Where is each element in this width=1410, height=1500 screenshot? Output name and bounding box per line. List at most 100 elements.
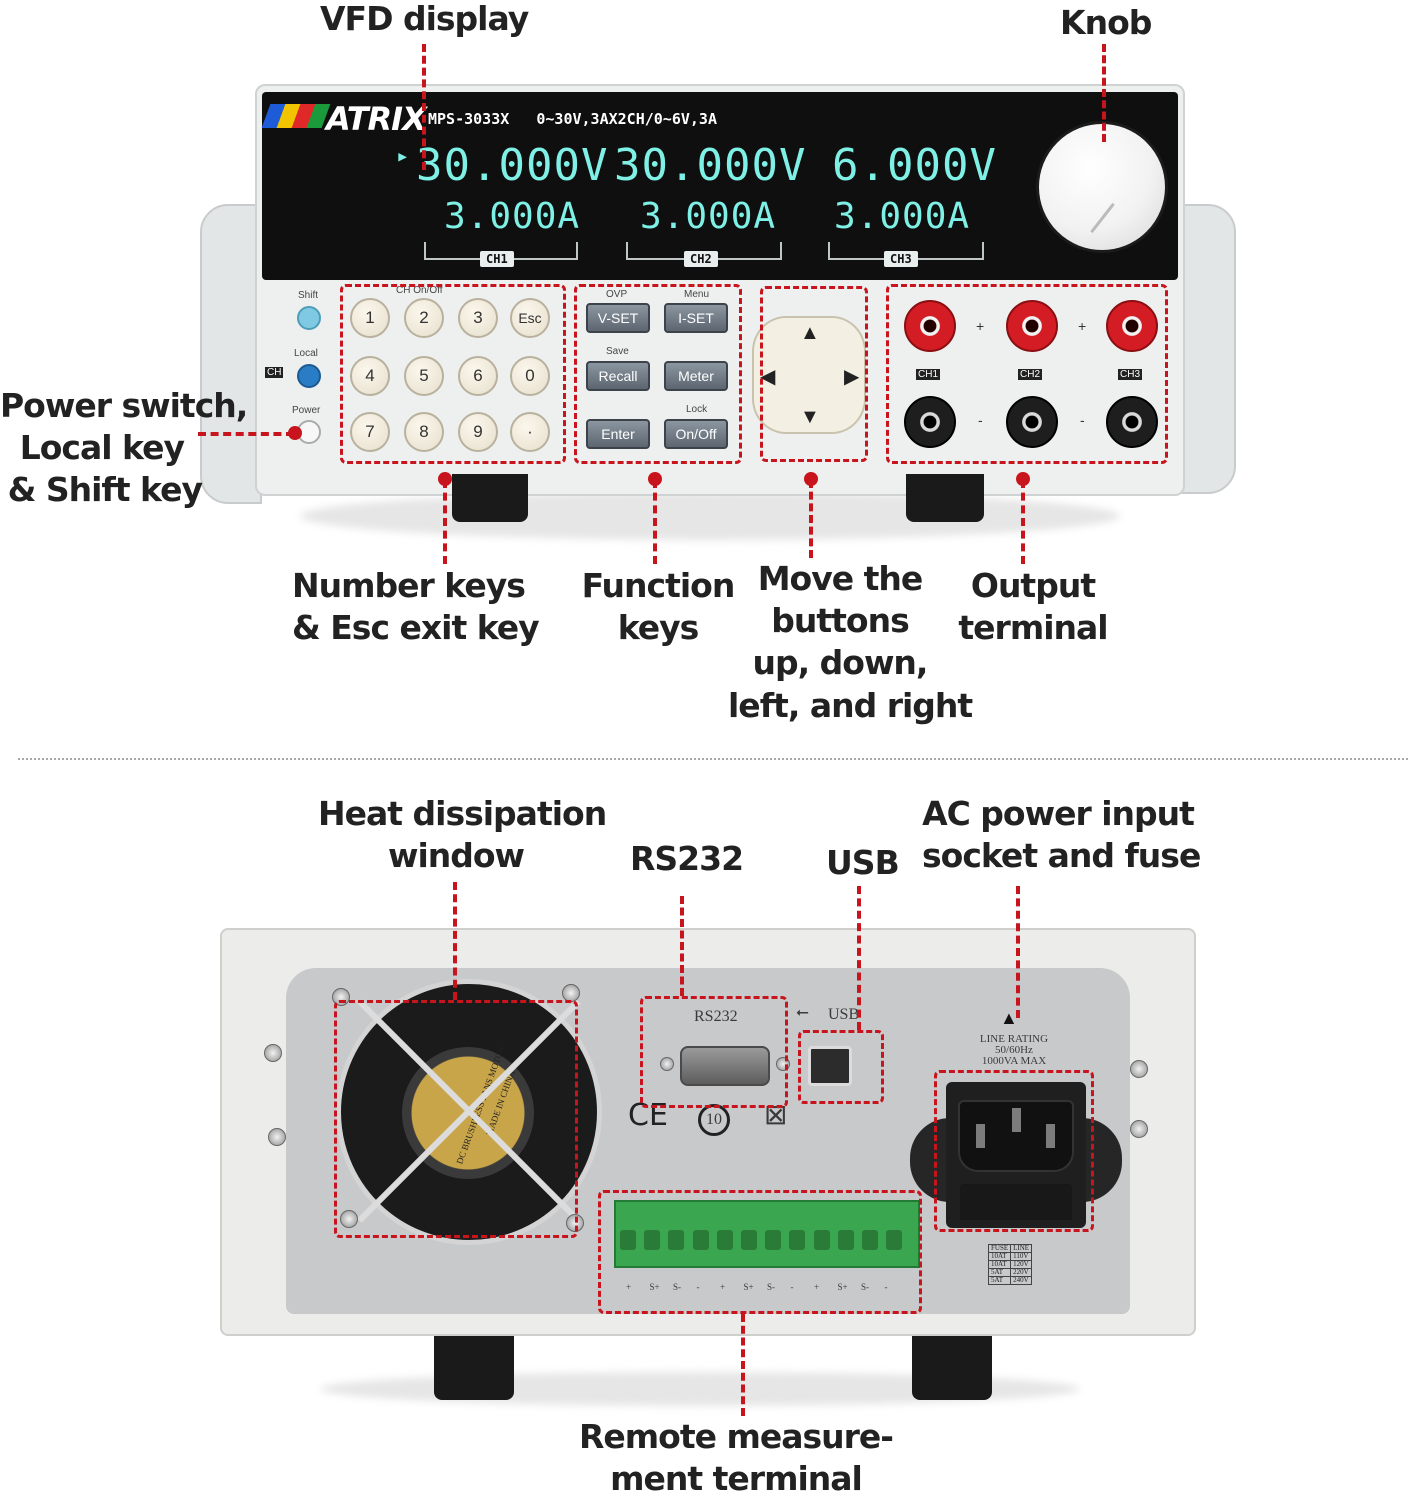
key-5[interactable]: 5 <box>404 356 444 396</box>
screw-icon <box>660 1057 674 1071</box>
ch-onoff-label: CH On/Off <box>396 285 443 296</box>
right-handle <box>1180 204 1236 494</box>
terminal-polarity-label: - <box>696 1282 700 1292</box>
ch3-positive-jack[interactable] <box>1106 300 1158 352</box>
usb-callout: USB <box>826 843 900 882</box>
terminal-screw[interactable] <box>765 1230 782 1250</box>
remote-callout-line <box>741 1314 745 1416</box>
terminal-screw[interactable] <box>716 1230 733 1250</box>
number-keys-highlight <box>340 284 566 464</box>
power-switch-callout-line-2: Local key <box>19 428 185 468</box>
model-name: MPS-3033X <box>428 110 510 128</box>
enter-key[interactable]: Enter <box>586 419 650 449</box>
terminal-screw[interactable] <box>813 1230 830 1250</box>
key-4[interactable]: 4 <box>350 356 390 396</box>
number-keys-callout-line-1: Number keys <box>292 566 526 605</box>
line-rating-label: LINE RATING 50/60Hz 1000VA MAX <box>974 1034 1054 1067</box>
terminal-screw[interactable] <box>789 1230 806 1250</box>
output-terminal-callout-line-2: terminal <box>958 608 1108 648</box>
ch-tag: CH <box>265 367 284 378</box>
ch2-negative-jack[interactable] <box>1006 396 1058 448</box>
ac-callout-line <box>1016 886 1020 1018</box>
key-8[interactable]: 8 <box>404 412 444 452</box>
usb-highlight <box>798 1030 884 1104</box>
terminal-screw[interactable] <box>692 1230 709 1250</box>
shift-key-label: Shift <box>298 290 319 301</box>
rs232-callout: RS232 <box>630 839 744 878</box>
key-dot[interactable]: · <box>510 412 550 452</box>
local-key[interactable] <box>297 364 321 388</box>
terminal-polarity-label: S- <box>767 1282 776 1292</box>
up-arrow-button[interactable]: ▲ <box>800 322 820 344</box>
key-7[interactable]: 7 <box>350 412 390 452</box>
function-keys-callout: Function keys <box>580 565 736 649</box>
left-handle <box>200 204 262 504</box>
output-terminal-callout: Output terminal <box>958 565 1108 649</box>
ch1-positive-jack[interactable] <box>904 300 956 352</box>
ch2-terminal-label: CH2 <box>1018 369 1043 380</box>
i-set-key[interactable]: I-SET <box>664 303 728 333</box>
model-number: MPS-3033X 0~30V,3AX2CH/0~6V,3A <box>428 110 717 128</box>
ch2-positive-jack[interactable] <box>1006 300 1058 352</box>
arrow-keys-callout-dot <box>804 472 818 486</box>
on-off-key[interactable]: On/Off <box>664 419 728 449</box>
heat-dissipation-callout-line-1: Heat dissipation <box>318 794 607 833</box>
right-arrow-button[interactable]: ▶ <box>844 366 860 388</box>
ch3-terminal-label: CH3 <box>1118 369 1143 380</box>
channel-pointer-icon: ▸ <box>396 144 411 169</box>
terminal-screw[interactable] <box>862 1230 878 1250</box>
terminal-polarity-label: S+ <box>743 1282 754 1292</box>
key-0[interactable]: 0 <box>510 356 550 396</box>
fuse-cell: 5AT <box>987 1276 1012 1285</box>
meter-key[interactable]: Meter <box>664 361 728 391</box>
power-switch-callout-line-1: Power switch, <box>0 386 248 425</box>
key-3[interactable]: 3 <box>458 298 498 338</box>
function-keys-highlight <box>574 284 742 464</box>
rotary-knob[interactable] <box>1036 121 1168 253</box>
esc-key[interactable]: Esc <box>510 298 550 338</box>
number-keys-callout: Number keys & Esc exit key <box>292 565 540 649</box>
ch1-terminal-label: CH1 <box>916 369 941 380</box>
heat-dissipation-callout: Heat dissipation window <box>318 793 607 877</box>
rs232-highlight <box>640 996 788 1108</box>
ch1-current: 3.000A <box>444 196 581 237</box>
ac-power-callout-line-2: socket and fuse <box>922 836 1201 876</box>
terminal-screw[interactable] <box>741 1230 757 1250</box>
key-2[interactable]: 2 <box>404 298 444 338</box>
power-switch-callout-line-3: & Shift key <box>7 470 203 510</box>
key-9[interactable]: 9 <box>458 412 498 452</box>
terminal-screw[interactable] <box>886 1230 903 1250</box>
screw-icon <box>264 1044 282 1062</box>
key-6[interactable]: 6 <box>458 356 498 396</box>
recall-key[interactable]: Recall <box>586 361 650 391</box>
number-keys-callout-line-2: & Esc exit key <box>292 608 540 648</box>
key-1[interactable]: 1 <box>350 298 390 338</box>
terminal-screw[interactable] <box>620 1230 636 1250</box>
ce-mark: CE <box>628 1098 668 1133</box>
ch3-voltage: 6.000V <box>832 140 997 191</box>
vfd-display-panel <box>262 92 1178 280</box>
ch1-negative-jack[interactable] <box>904 396 956 448</box>
ac-power-highlight <box>934 1070 1094 1232</box>
socket-pin <box>976 1124 985 1148</box>
terminal-polarity-label: - <box>790 1282 794 1292</box>
fuse-drawer[interactable] <box>960 1184 1072 1220</box>
ac-power-callout: AC power input socket and fuse <box>922 793 1201 877</box>
rs232-port[interactable] <box>680 1046 770 1086</box>
terminal-screw[interactable] <box>644 1230 661 1250</box>
ch3-current: 3.000A <box>834 196 971 237</box>
remote-measurement-callout: Remote measure- ment terminal <box>578 1416 894 1500</box>
ch3-negative-jack[interactable] <box>1106 396 1158 448</box>
usb-callout-line <box>857 886 861 1030</box>
down-arrow-button[interactable]: ▼ <box>800 406 820 428</box>
move-buttons-callout-line-3: up, down, <box>752 643 929 683</box>
terminal-screw[interactable] <box>668 1230 685 1250</box>
terminal-screw[interactable] <box>837 1230 854 1250</box>
left-arrow-button[interactable]: ◀ <box>760 366 776 388</box>
usb-port[interactable] <box>808 1046 852 1086</box>
panel-shadow <box>300 492 1120 540</box>
shift-key[interactable] <box>297 306 321 330</box>
v-set-key[interactable]: V-SET <box>586 303 650 333</box>
rear-right-foot <box>912 1334 992 1400</box>
